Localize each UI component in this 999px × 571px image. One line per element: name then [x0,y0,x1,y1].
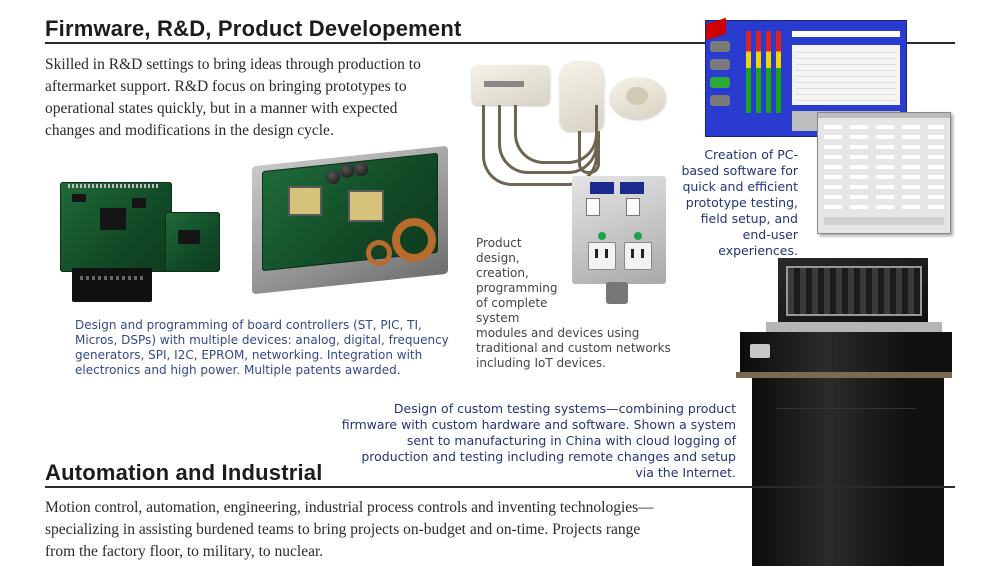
product-caption-line: of complete [476,296,548,310]
product-caption-line: system [476,311,520,325]
power-board-photo [252,145,452,295]
firmware-heading-rule [45,42,955,44]
controller-board-photo [60,178,220,306]
product-caption-line: programming [476,281,558,295]
automation-heading: Automation and Industrial [45,460,323,485]
firmware-intro: Skilled in R&D settings to bring ideas t… [45,56,421,139]
testing-caption: Design of custom testing systems—combini… [341,401,736,480]
product-caption-tail: modules and devices using traditional an… [476,326,671,370]
automation-intro: Motion control, automation, engineering,… [45,499,654,560]
product-caption-line: creation, [476,266,529,280]
product-caption-lines: Product design, creation, programming of… [476,236,576,326]
automation-heading-rule [45,486,955,488]
product-caption-line: Product [476,236,522,250]
software-screenshot [705,17,955,235]
software-caption: Creation of PC-based software for quick … [681,147,798,258]
outlet-box-photo [572,176,672,308]
boards-caption: Design and programming of board controll… [75,318,449,377]
product-caption-line: design, [476,251,520,265]
firmware-heading: Firmware, R&D, Product Developement [45,16,462,41]
sensor-devices-photo [468,55,678,186]
test-cabinet-photo [736,258,956,568]
